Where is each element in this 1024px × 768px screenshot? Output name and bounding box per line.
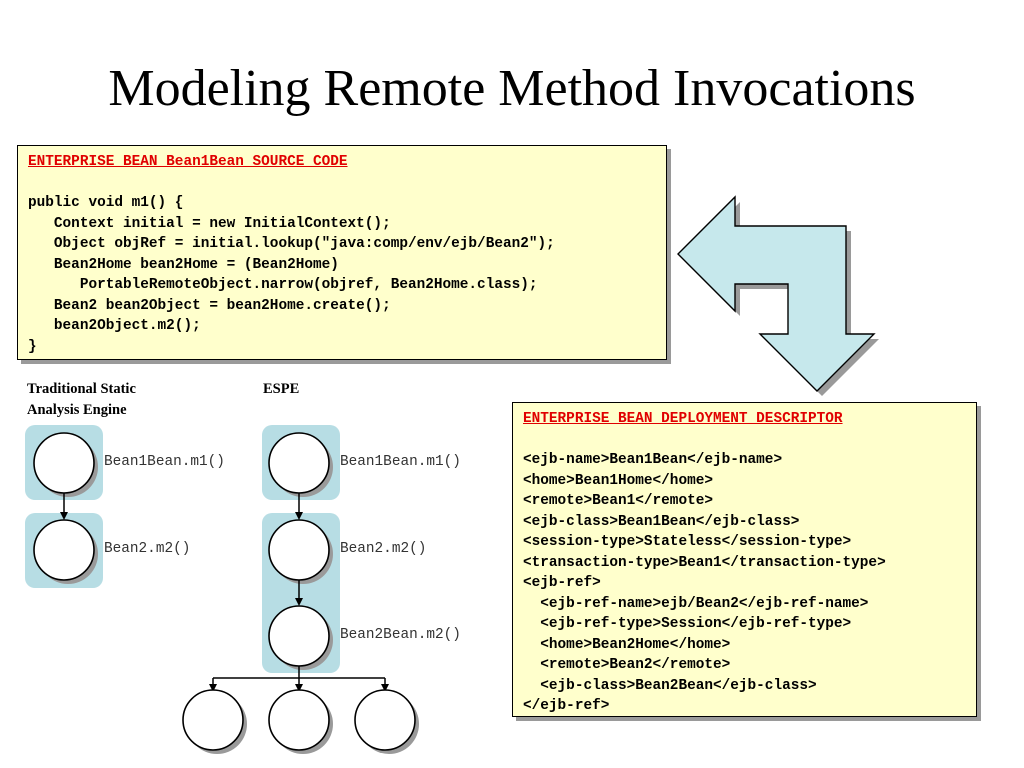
traditional-engine-heading: Traditional Static Analysis Engine: [27, 379, 136, 421]
code-line: Object objRef = initial.lookup("java:com…: [28, 236, 555, 252]
descriptor-line: <ejb-ref>: [523, 575, 601, 591]
descriptor-line: <ejb-class>Bean2Bean</ejb-class>: [523, 677, 817, 694]
espe-node-bean2-m2: [268, 519, 333, 584]
bent-arrow-icon: [677, 195, 879, 396]
espe-fanout-tree: [209, 666, 389, 692]
traditional-node2-label: Bean2.m2(): [104, 541, 191, 557]
descriptor-line: <ejb-name>Bean1Bean</ejb-name>: [523, 452, 783, 468]
traditional-heading-line1: Traditional Static: [27, 381, 136, 397]
descriptor-line: <remote>Bean1</remote>: [523, 493, 713, 509]
espe-leaf-node-3: [354, 689, 419, 754]
descriptor-line: <home>Bean2Home</home>: [523, 636, 731, 653]
code-line: Bean2 bean2Object = bean2Home.create();: [28, 297, 391, 314]
code-line: }: [28, 338, 37, 355]
descriptor-line: <home>Bean1Home</home>: [523, 472, 713, 489]
descriptor-line: <ejb-ref-name>ejb/Bean2</ejb-ref-name>: [523, 595, 869, 612]
source-code-header: ENTERPRISE BEAN Bean1Bean SOURCE CODE: [28, 154, 348, 170]
espe-node2-label: Bean2.m2(): [340, 541, 427, 557]
espe-node1-label: Bean1Bean.m1(): [340, 454, 461, 470]
code-line: bean2Object.m2();: [28, 318, 201, 334]
espe-node3-label: Bean2Bean.m2(): [340, 627, 461, 643]
deployment-descriptor-box: ENTERPRISE BEAN DEPLOYMENT DESCRIPTOR <e…: [512, 402, 977, 717]
espe-heading: ESPE: [263, 381, 300, 397]
espe-node-bean2bean-m2: [268, 605, 333, 670]
descriptor-line: <remote>Bean2</remote>: [523, 657, 731, 673]
deployment-descriptor-header: ENTERPRISE BEAN DEPLOYMENT DESCRIPTOR: [523, 411, 843, 427]
code-line: PortableRemoteObject.narrow(objref, Bean…: [28, 277, 538, 293]
espe-leaf-node-1: [182, 689, 247, 754]
traditional-heading-line2: Analysis Engine: [27, 402, 127, 418]
traditional-node-bean2-m2: [33, 519, 98, 584]
source-code-box: ENTERPRISE BEAN Bean1Bean SOURCE CODE pu…: [17, 145, 667, 360]
descriptor-line: </ejb-ref>: [523, 698, 610, 714]
traditional-node1-label: Bean1Bean.m1(): [104, 454, 225, 470]
espe-node-bean1bean-m1: [268, 432, 333, 497]
descriptor-line: <session-type>Stateless</session-type>: [523, 534, 852, 550]
espe-leaf-node-2: [268, 689, 333, 754]
slide-title: Modeling Remote Method Invocations: [108, 60, 916, 117]
traditional-node-bean1bean-m1: [33, 432, 98, 497]
code-line: Context initial = new InitialContext();: [28, 215, 391, 232]
code-line: Bean2Home bean2Home = (Bean2Home): [28, 256, 339, 273]
descriptor-line: <ejb-class>Bean1Bean</ejb-class>: [523, 513, 800, 530]
code-line: public void m1() {: [28, 195, 184, 211]
descriptor-line: <ejb-ref-type>Session</ejb-ref-type>: [523, 616, 852, 632]
descriptor-line: <transaction-type>Bean1</transaction-typ…: [523, 554, 886, 571]
